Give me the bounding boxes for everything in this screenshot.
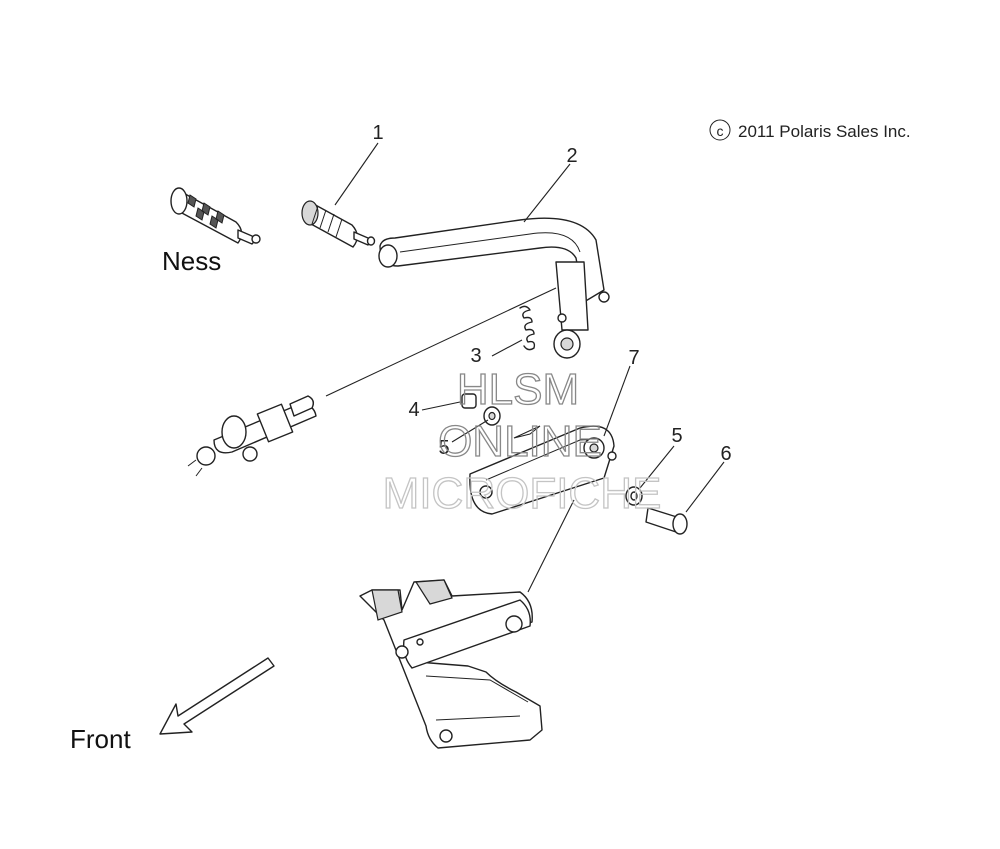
bolt-part-6 <box>645 461 725 535</box>
brake-pedal-part-2 <box>378 217 610 359</box>
ness-label: Ness <box>162 246 221 276</box>
callout-4: 4 <box>408 399 419 421</box>
bushing-part-4 <box>421 393 477 411</box>
footpeg-part-1 <box>301 200 376 248</box>
return-spring-part-3 <box>491 305 536 357</box>
copyright-notice: c 2011 Polaris Sales Inc. <box>709 119 911 141</box>
front-direction-arrow <box>159 657 275 735</box>
callout-7: 7 <box>628 347 639 369</box>
watermark-line-2: ONLINE <box>438 417 602 466</box>
frame-bracket <box>359 499 575 749</box>
ness-footpeg <box>170 187 261 245</box>
front-label: Front <box>70 724 131 754</box>
callout-1: 1 <box>372 122 383 144</box>
copyright-symbol: c <box>717 123 724 139</box>
washer-part-5-right <box>625 445 675 506</box>
callout-3: 3 <box>470 345 481 367</box>
watermark-line-3: MICROFICHE <box>383 469 662 518</box>
mount-bracket-part-7 <box>469 425 617 515</box>
callout-5-left: 5 <box>438 437 449 459</box>
watermark-line-1: HLSM <box>457 365 579 414</box>
copyright-text: 2011 Polaris Sales Inc. <box>738 122 911 141</box>
watermark: HLSM ONLINE MICROFICHE <box>382 364 662 518</box>
washer-part-5-left <box>451 406 501 443</box>
callout-6: 6 <box>720 443 731 465</box>
master-cylinder <box>187 395 317 477</box>
callout-2: 2 <box>566 145 577 167</box>
callout-5-right: 5 <box>671 425 682 447</box>
